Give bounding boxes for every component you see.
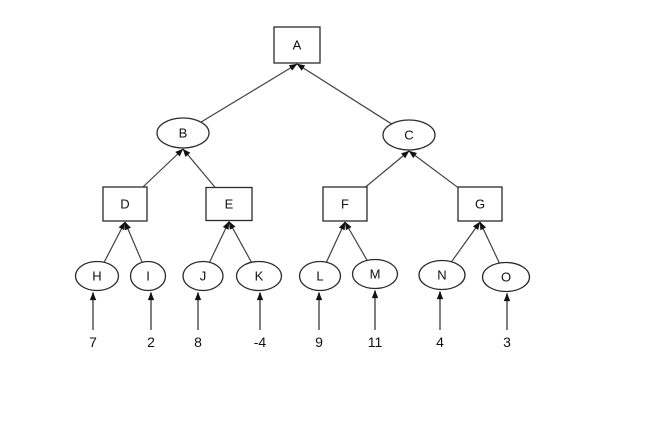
node-M: M xyxy=(351,258,399,290)
node-C-label: C xyxy=(404,128,413,143)
edges-layer xyxy=(103,63,500,264)
edge-O-G xyxy=(479,221,500,264)
node-M-label: M xyxy=(370,267,381,282)
node-E-label: E xyxy=(225,197,234,212)
leaf-value-9: 9 xyxy=(315,334,323,350)
leaf-9: 9 xyxy=(315,292,323,350)
edge-C-A xyxy=(296,63,392,125)
node-H-shape xyxy=(74,260,120,292)
node-F-label: F xyxy=(341,197,349,212)
leaf-3: 3 xyxy=(503,293,511,350)
node-J-shape xyxy=(182,260,224,292)
edge-N-G xyxy=(450,221,481,263)
edge-G-C xyxy=(408,150,459,189)
leaf-value-8: 8 xyxy=(194,334,202,350)
edge-D-B xyxy=(142,148,184,188)
node-O-shape xyxy=(481,261,531,293)
node-A-label: A xyxy=(293,38,302,53)
node-H: H xyxy=(74,260,120,292)
leaf-value-3: 3 xyxy=(503,334,511,350)
edge-J-E xyxy=(208,221,230,263)
node-I-shape xyxy=(129,260,167,292)
leaf-arrows-layer: 7 2 8 -4 9 11 4 3 xyxy=(89,290,511,350)
node-D-label: D xyxy=(120,197,129,212)
node-B: B xyxy=(156,117,210,149)
leaf-value-11: 11 xyxy=(368,334,383,350)
node-G: G xyxy=(457,186,503,222)
node-F-shape xyxy=(322,186,368,222)
node-L: L xyxy=(298,260,342,292)
node-L-shape xyxy=(298,260,342,292)
leaf-value-7: 7 xyxy=(89,334,97,350)
edge-E-B xyxy=(182,148,216,188)
edge-H-D xyxy=(103,221,126,263)
node-K: K xyxy=(235,260,283,292)
node-D-shape xyxy=(102,186,148,222)
edge-F-C xyxy=(365,150,410,188)
node-N-shape xyxy=(418,259,466,291)
leaf--4: -4 xyxy=(254,292,267,350)
leaf-value-2: 2 xyxy=(147,334,155,350)
node-D: D xyxy=(102,186,148,222)
node-K-label: K xyxy=(255,269,264,284)
leaf-7: 7 xyxy=(89,292,97,350)
leaf-4: 4 xyxy=(436,291,444,350)
nodes-layer: A B C D E F G H I J K L M N O xyxy=(74,26,531,293)
node-J: J xyxy=(182,260,224,292)
node-J-label: J xyxy=(200,269,207,284)
node-O-label: O xyxy=(501,270,511,285)
edge-I-D xyxy=(124,221,143,263)
leaf-value-4: 4 xyxy=(436,334,444,350)
node-G-shape xyxy=(457,186,503,222)
edge-M-F xyxy=(344,221,368,261)
node-I: I xyxy=(129,260,167,292)
node-G-label: G xyxy=(475,197,485,212)
edge-B-A xyxy=(200,63,298,123)
node-H-label: H xyxy=(92,269,101,284)
node-F: F xyxy=(322,186,368,222)
node-C-shape xyxy=(382,119,436,151)
leaf-2: 2 xyxy=(147,292,155,350)
node-K-shape xyxy=(235,260,283,292)
node-E-shape xyxy=(205,186,253,222)
node-M-shape xyxy=(351,258,399,290)
leaf-8: 8 xyxy=(194,292,202,350)
node-N-label: N xyxy=(437,268,446,283)
node-A: A xyxy=(273,26,321,64)
node-O: O xyxy=(481,261,531,293)
edge-K-E xyxy=(228,221,253,263)
edge-L-F xyxy=(325,221,346,263)
node-N: N xyxy=(418,259,466,291)
node-B-shape xyxy=(156,117,210,149)
node-B-label: B xyxy=(179,126,188,141)
node-C: C xyxy=(382,119,436,151)
node-A-shape xyxy=(273,26,321,64)
node-I-label: I xyxy=(146,269,150,284)
leaf-11: 11 xyxy=(368,290,383,350)
node-E: E xyxy=(205,186,253,222)
leaf-value--4: -4 xyxy=(254,334,267,350)
node-L-label: L xyxy=(316,269,323,284)
